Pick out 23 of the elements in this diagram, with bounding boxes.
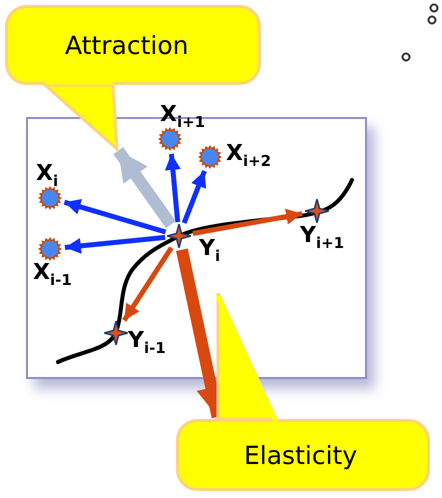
point-label: Y$_{i-1}$ — [128, 330, 166, 356]
star-marker — [305, 199, 329, 223]
callout-text: Elasticity — [244, 443, 358, 468]
arrow — [164, 154, 181, 222]
arrow — [64, 234, 166, 254]
point-label: X$_{i+2}$ — [226, 143, 272, 169]
arrow — [122, 246, 174, 322]
point-label: Y$_{i}$ — [199, 238, 220, 264]
arrow — [113, 147, 176, 228]
arrow — [64, 199, 166, 234]
data-point — [158, 127, 182, 151]
data-point — [38, 237, 62, 261]
arrow — [192, 208, 303, 236]
data-point — [38, 186, 62, 210]
point-label: Y$_{i+1}$ — [300, 225, 344, 251]
arrow — [182, 170, 207, 224]
star-marker — [104, 321, 128, 345]
callout-text: Attraction — [65, 33, 188, 58]
point-label: X$_{i}$ — [36, 163, 58, 189]
point-label: X$_{i+1}$ — [160, 104, 206, 130]
point-label: X$_{i-1}$ — [33, 262, 72, 288]
data-point — [198, 145, 222, 169]
star-marker — [167, 224, 191, 248]
